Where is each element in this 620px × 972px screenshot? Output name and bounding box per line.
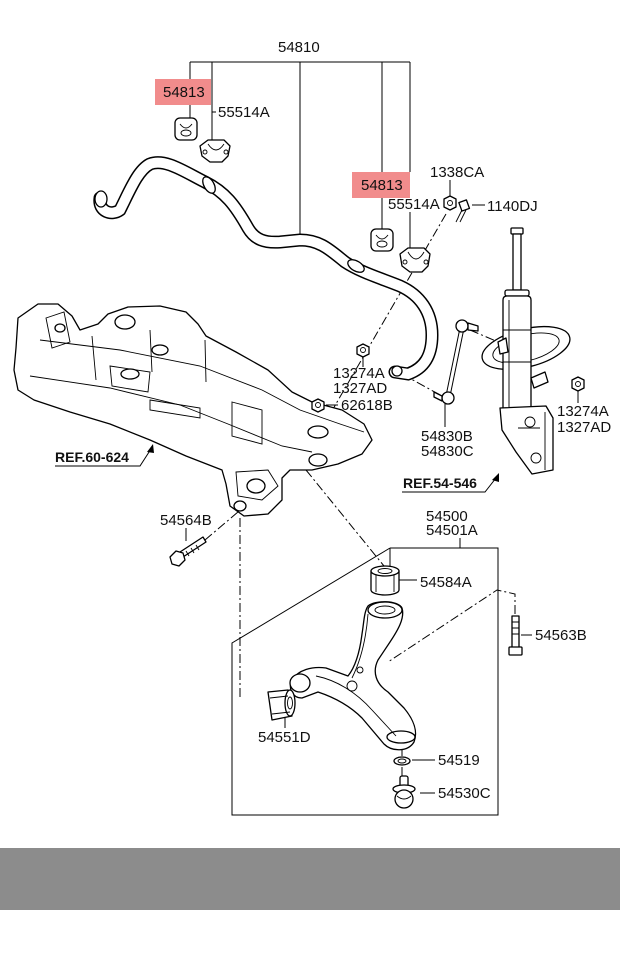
footer-bar: HYUNDAI KIA - 548131Y000 N - 54813 [0,848,620,952]
label-bolt-subframe: 54564B [160,512,212,529]
bushing-front-54551d [267,689,296,721]
ball-joint-54530c [392,775,416,809]
stabilizer-bar [93,156,439,381]
circlip-54519 [393,756,411,766]
label-nut-strut-a: 13274A [557,403,609,420]
label-bolt-top: 1140DJ [487,198,538,215]
label-link-b: 54830C [421,443,474,460]
bushing-left [174,117,198,141]
label-circlip: 54519 [438,752,480,769]
bracket-right [399,247,431,273]
highlight-box-left [155,79,211,105]
bracket-left [199,139,231,163]
leader-lines [185,61,579,816]
nut-subframe [311,398,325,413]
label-ball-joint: 54530C [438,785,491,802]
nut-1338ca [443,195,457,211]
label-bushing-right: 54813 [361,177,403,194]
label-lower-arm-a: 54500 [426,508,468,525]
label-bushing-front: 54551D [258,729,311,746]
lower-arm [289,601,417,751]
bolt-54564b [169,536,207,567]
ref-arrow-strut [402,473,499,493]
label-ref-subframe: REF.60-624 [55,449,129,465]
label-bushing-left: 54813 [163,84,205,101]
suspension-parts-diagram: 54810 54813 55514A 54813 1338CA 55514A 1… [13,39,611,816]
label-bracket-left: 55514A [218,104,270,121]
nut-strut [571,376,585,392]
ref-arrow-subframe [55,444,154,467]
bushing-right [370,228,394,252]
label-link-a: 54830B [421,428,473,445]
label-lower-arm-b: 54501A [426,522,478,539]
label-bushing-rear: 54584A [420,574,472,591]
label-nut-subframe: 62618B [341,397,393,414]
label-nut-link-a: 13274A [333,365,385,382]
label-nut-link-b: 1327AD [333,380,387,397]
label-bolt-arm: 54563B [535,627,587,644]
bar-stopper-left [202,176,216,194]
footer-part-number-text: HYUNDAI KIA - 548131Y000 N - 54813 [126,930,506,952]
bolt-54563b [508,615,523,656]
bushing-rear-54584a [370,565,400,596]
label-nut-top: 1338CA [430,164,484,181]
nut-link [356,343,370,358]
stabilizer-link [433,319,479,405]
label-bracket-right: 55514A [388,196,440,213]
callout-labels: 54810 54813 55514A 54813 1338CA 55514A 1… [55,39,611,802]
strut-assembly [481,227,571,475]
label-nut-strut-b: 1327AD [557,419,611,436]
bolt-1140dj [455,199,471,223]
label-stabilizer-bar: 54810 [278,39,320,56]
bar-stopper-right [347,259,365,273]
label-ref-strut: REF.54-546 [403,475,477,491]
highlight-box-right [352,172,410,198]
subframe [13,303,373,517]
